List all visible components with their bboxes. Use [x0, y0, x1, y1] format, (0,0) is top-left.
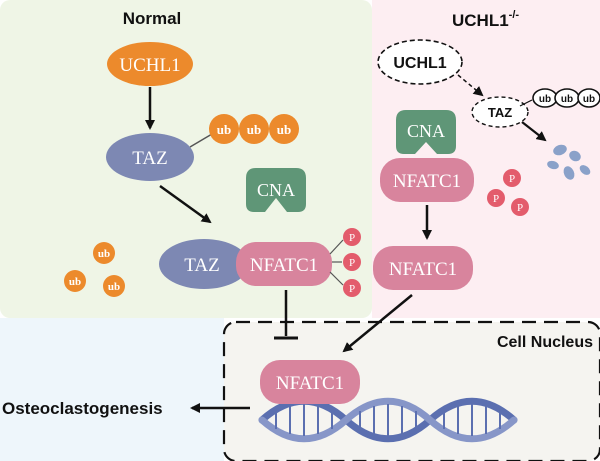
svg-text:TAZ: TAZ [184, 255, 219, 276]
taz-ub-link-knockout [519, 99, 533, 107]
svg-text:ub: ub [277, 122, 291, 137]
normal-title: Normal [123, 9, 182, 28]
svg-text:P: P [517, 202, 523, 214]
uchl1-node-knockout: UCHL1 [377, 39, 463, 85]
svg-text:ub: ub [217, 122, 231, 137]
svg-text:P: P [349, 283, 355, 295]
svg-text:UCHL1: UCHL1 [119, 55, 180, 76]
svg-text:UCHL1: UCHL1 [393, 55, 446, 72]
taz-node-normal: TAZ [106, 133, 194, 181]
svg-text:NFATC1: NFATC1 [393, 171, 461, 192]
svg-text:TAZ: TAZ [132, 148, 167, 169]
svg-text:P: P [493, 193, 499, 205]
svg-text:ub: ub [561, 94, 573, 105]
svg-text:ub: ub [583, 94, 595, 105]
svg-text:ub: ub [108, 281, 120, 293]
svg-text:P: P [349, 232, 355, 244]
ubiquitin-chain-normal: ub ub ub [209, 114, 299, 144]
osteoclastogenesis-label: Osteoclastogenesis [2, 399, 163, 418]
svg-text:ub: ub [247, 122, 261, 137]
svg-text:NFATC1: NFATC1 [250, 255, 318, 276]
knockout-title-gene: UCHL1 [452, 11, 509, 30]
svg-text:TAZ: TAZ [488, 105, 512, 120]
svg-text:NFATC1: NFATC1 [276, 373, 344, 394]
taz-ub-link [189, 133, 213, 148]
svg-text:P: P [509, 173, 515, 185]
uchl1-node-normal: UCHL1 [107, 42, 193, 86]
free-ubiquitin-cluster: ub ub ub [64, 242, 125, 297]
taz-node-knockout: TAZ [471, 96, 529, 128]
nucleus-title: Cell Nucleus [497, 334, 593, 351]
inhibition-bar-complex-to-nucleus [274, 290, 298, 340]
arrow-taz-to-degradation [521, 121, 547, 142]
cna-nfatc1-knockout: CNA NFATC1 [380, 110, 474, 202]
knockout-superscript: -/- [509, 9, 520, 21]
svg-text:ub: ub [539, 94, 551, 105]
arrow-uchl1-to-taz-knockout [457, 74, 484, 97]
taz-nfatc1-complex: TAZ NFATC1 [159, 239, 332, 289]
nfatc1-node-knockout: NFATC1 [373, 246, 473, 290]
svg-text:CNA: CNA [257, 180, 295, 200]
arrow-taz-to-complex [159, 184, 212, 224]
svg-text:ub: ub [98, 248, 110, 260]
ubiquitin-chain-knockout: ub ub ub [532, 88, 600, 108]
svg-text:P: P [349, 257, 355, 269]
phosphate-groups-complex: P P P [329, 228, 361, 297]
degraded-taz-fragments [547, 144, 591, 180]
svg-text:ub: ub [69, 276, 81, 288]
svg-text:CNA: CNA [407, 121, 445, 141]
knockout-title: UCHL1-/- [452, 9, 519, 30]
svg-text:NFATC1: NFATC1 [389, 259, 457, 280]
nfatc1-node-nucleus: NFATC1 [260, 360, 360, 404]
arrow-nfatc1-into-nucleus [342, 294, 413, 353]
cna-node-normal: CNA [246, 168, 306, 212]
lower-left-panel [0, 318, 224, 461]
free-phosphate-groups: P P P [487, 169, 529, 216]
